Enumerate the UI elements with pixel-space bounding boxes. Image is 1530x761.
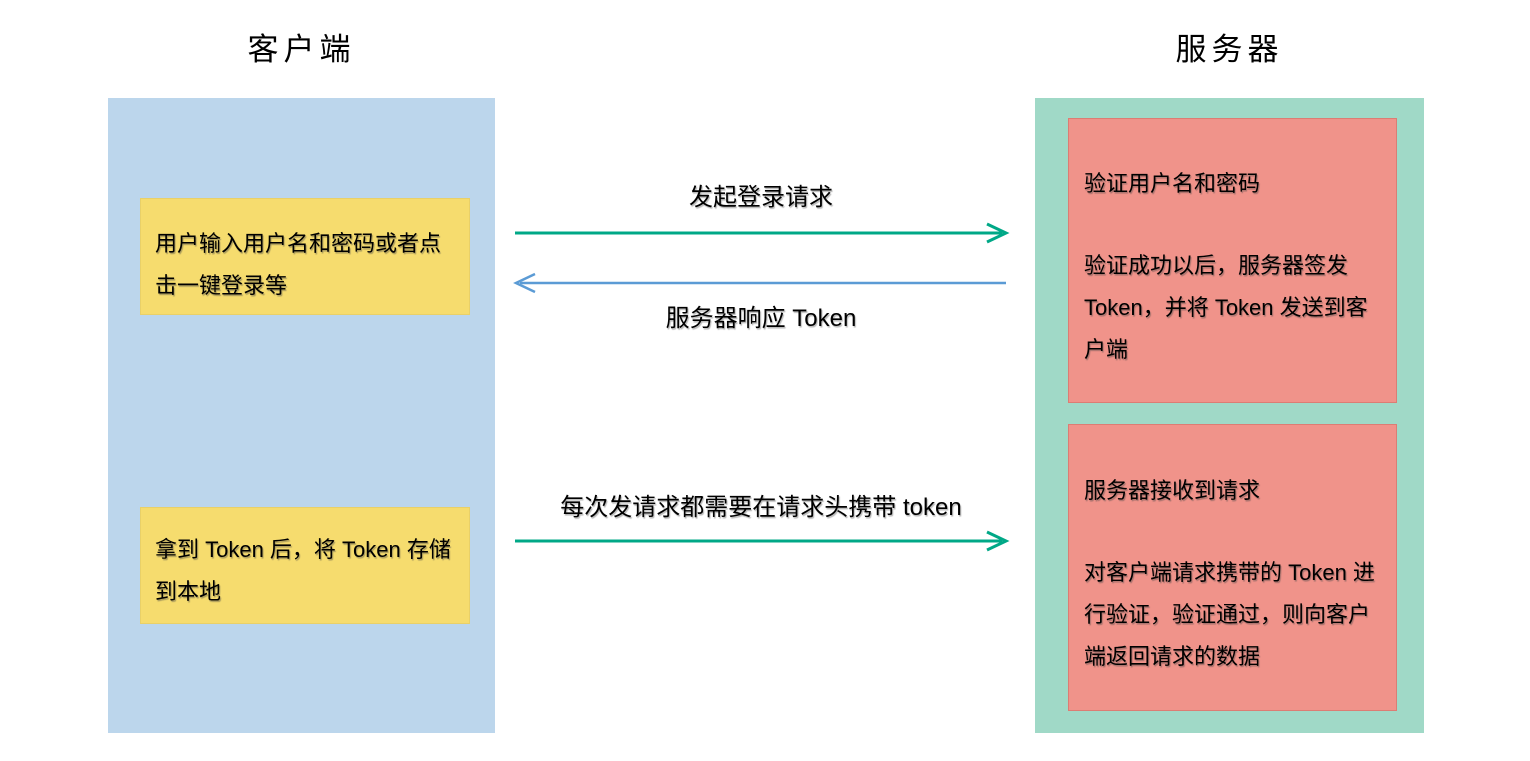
client-title: 客户端 [247, 32, 356, 67]
server-step-1-box: 验证用户名和密码 验证成功以后，服务器签发 Token，并将 Token 发送到… [1068, 118, 1397, 403]
client-step-2-text: 拿到 Token 后，将 Token 存储到本地 [155, 537, 451, 604]
server-step-2-text-line2: 对客户端请求携带的 Token 进行验证，验证通过，则向客户端返回请求的数据 [1084, 560, 1375, 669]
login-request-label: 发起登录请求 [689, 184, 833, 211]
server-title: 服务器 [1175, 32, 1284, 67]
server-step-2-box: 服务器接收到请求 对客户端请求携带的 Token 进行验证，验证通过，则向客户端… [1068, 424, 1397, 711]
arrow-head-left-icon [513, 272, 536, 294]
client-lifeline-panel [108, 98, 495, 733]
client-step-2-box: 拿到 Token 后，将 Token 存储到本地 [140, 507, 470, 624]
server-step-2-text-line1: 服务器接收到请求 [1084, 478, 1261, 503]
arrow-head-right-icon [986, 530, 1010, 552]
arrow-head-right-icon [986, 222, 1010, 244]
server-step-1-text-line1: 验证用户名和密码 [1084, 171, 1261, 196]
token-response-label: 服务器响应 Token [665, 305, 857, 332]
server-step-1-text-line2: 验证成功以后，服务器签发 Token，并将 Token 发送到客户端 [1084, 253, 1368, 362]
token-request-label: 每次发请求都需要在请求头携带 token [560, 494, 962, 521]
client-step-1-text: 用户输入用户名和密码或者点击一键登录等 [155, 231, 442, 298]
login-request-arrow [515, 222, 1010, 244]
token-request-arrow [515, 530, 1010, 552]
client-step-1-box: 用户输入用户名和密码或者点击一键登录等 [140, 198, 470, 315]
token-response-arrow [513, 272, 1006, 294]
